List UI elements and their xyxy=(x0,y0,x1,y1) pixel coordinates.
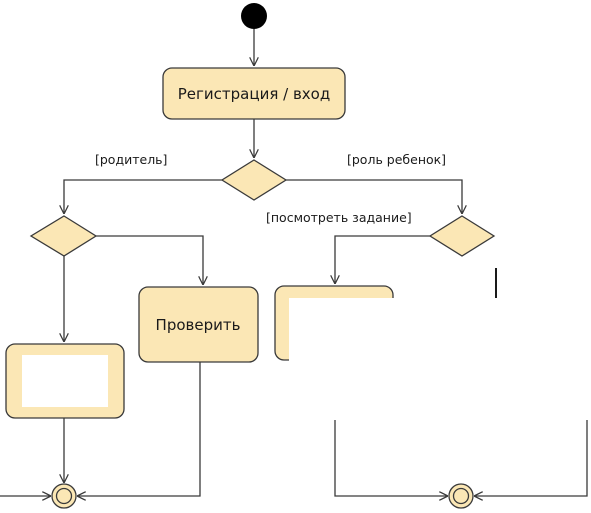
flow-child-right-to-final xyxy=(474,420,588,496)
flow-child-left-to-final xyxy=(334,420,448,496)
guard-parent: [родитель] xyxy=(95,152,167,167)
flow-role-parent xyxy=(64,179,222,214)
initial-node xyxy=(241,3,267,29)
redaction-right xyxy=(289,298,591,420)
final-node-right-inner xyxy=(452,487,470,505)
flow-parent-to-check xyxy=(96,235,203,285)
final-node-left-inner xyxy=(55,487,73,505)
guard-child: [роль ребенок] xyxy=(347,152,446,167)
action-check-label: Проверить xyxy=(156,316,241,334)
flow-check-to-final xyxy=(77,362,201,496)
action-login-label: Регистрация / вход xyxy=(178,85,330,103)
action-check xyxy=(138,286,259,363)
guard-view-task: [посмотреть задание] xyxy=(266,210,412,225)
redaction-left xyxy=(22,355,108,407)
flow-child-view-task xyxy=(335,235,430,284)
decision-child xyxy=(428,215,496,257)
flow-role-child xyxy=(286,179,462,214)
decision-role xyxy=(220,159,288,201)
decision-parent xyxy=(29,215,98,257)
